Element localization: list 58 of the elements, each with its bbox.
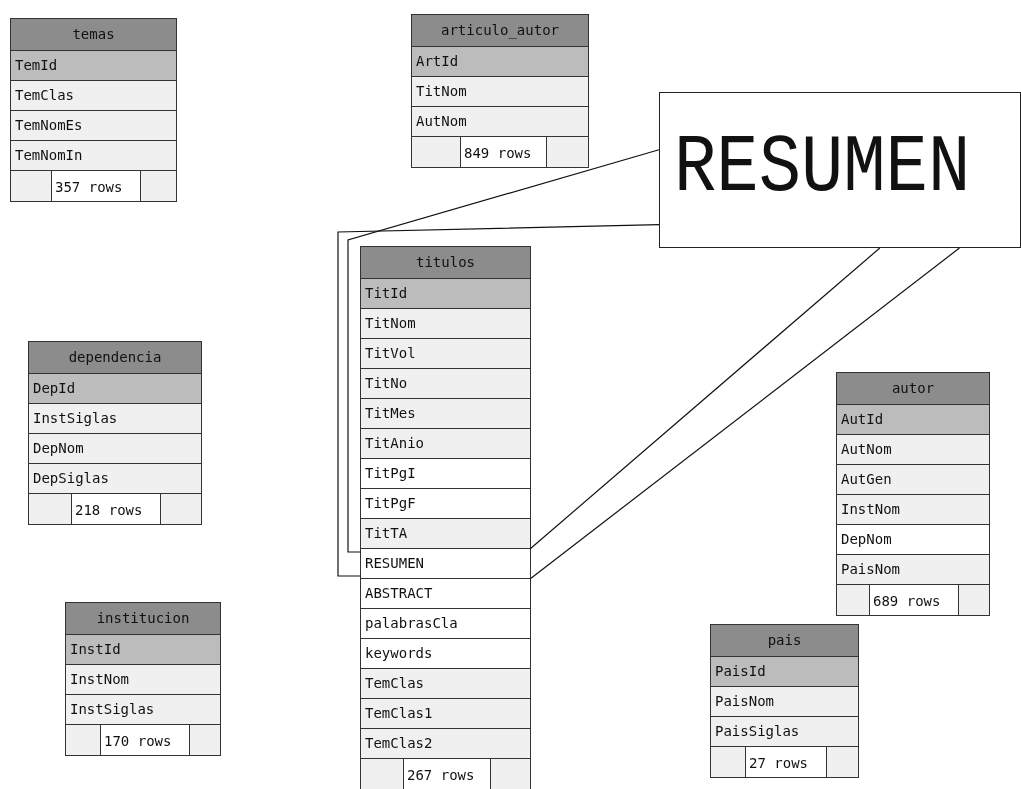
table-header: pais (711, 625, 858, 657)
table-header: titulos (361, 247, 530, 279)
key-field-row: InstId (66, 635, 220, 665)
field-row: TemClas (11, 81, 176, 111)
field-row: DepSiglas (29, 464, 201, 494)
row-count: 218 rows (71, 494, 161, 524)
field-row: TemClas (361, 669, 530, 699)
field-row: AutNom (837, 435, 989, 465)
database-table (360, 246, 531, 789)
field-row: InstNom (837, 495, 989, 525)
projection-line (529, 247, 881, 550)
database-table (10, 18, 177, 202)
key-field-row: AutId (837, 405, 989, 435)
database-table (411, 14, 589, 168)
field-row: TitVol (361, 339, 530, 369)
table-header: articulo_autor (412, 15, 588, 47)
key-field-row: PaisId (711, 657, 858, 687)
field-row: TemNomIn (11, 141, 176, 171)
row-count: 689 rows (869, 585, 959, 615)
field-row: TitNom (412, 77, 588, 107)
projection-line (337, 224, 660, 577)
field-row: PaisSiglas (711, 717, 858, 747)
table-header: institucion (66, 603, 220, 635)
key-field-row: TitId (361, 279, 530, 309)
field-row: InstSiglas (29, 404, 201, 434)
field-row: TemClas2 (361, 729, 530, 759)
field-row: DepNom (29, 434, 201, 464)
database-table (710, 624, 859, 778)
field-row: AutGen (837, 465, 989, 495)
field-row: PaisNom (711, 687, 858, 717)
projection-line (347, 149, 660, 553)
field-row: TitAnio (361, 429, 530, 459)
row-count: 170 rows (100, 725, 190, 755)
row-count: 267 rows (403, 759, 491, 789)
field-row: TitNo (361, 369, 530, 399)
table-header: autor (837, 373, 989, 405)
table-header: temas (11, 19, 176, 51)
field-row: InstNom (66, 665, 220, 695)
field-row: TemNomEs (11, 111, 176, 141)
row-count: 357 rows (51, 171, 141, 201)
row-count: 849 rows (460, 137, 547, 167)
table-header: dependencia (29, 342, 201, 374)
row-count: 27 rows (745, 747, 827, 777)
key-field-row: ArtId (412, 47, 588, 77)
field-row: TitTA (361, 519, 530, 549)
field-row: InstSiglas (66, 695, 220, 725)
field-row: PaisNom (837, 555, 989, 585)
magnified-text-box: RESUMEN (659, 92, 1021, 248)
key-field-row: DepId (29, 374, 201, 404)
database-table (836, 372, 990, 616)
database-table (65, 602, 221, 756)
projection-line (529, 247, 961, 580)
field-row: TitMes (361, 399, 530, 429)
field-row: AutNom (412, 107, 588, 137)
field-row: TemClas1 (361, 699, 530, 729)
database-table (28, 341, 202, 525)
field-row: TitNom (361, 309, 530, 339)
key-field-row: TemId (11, 51, 176, 81)
